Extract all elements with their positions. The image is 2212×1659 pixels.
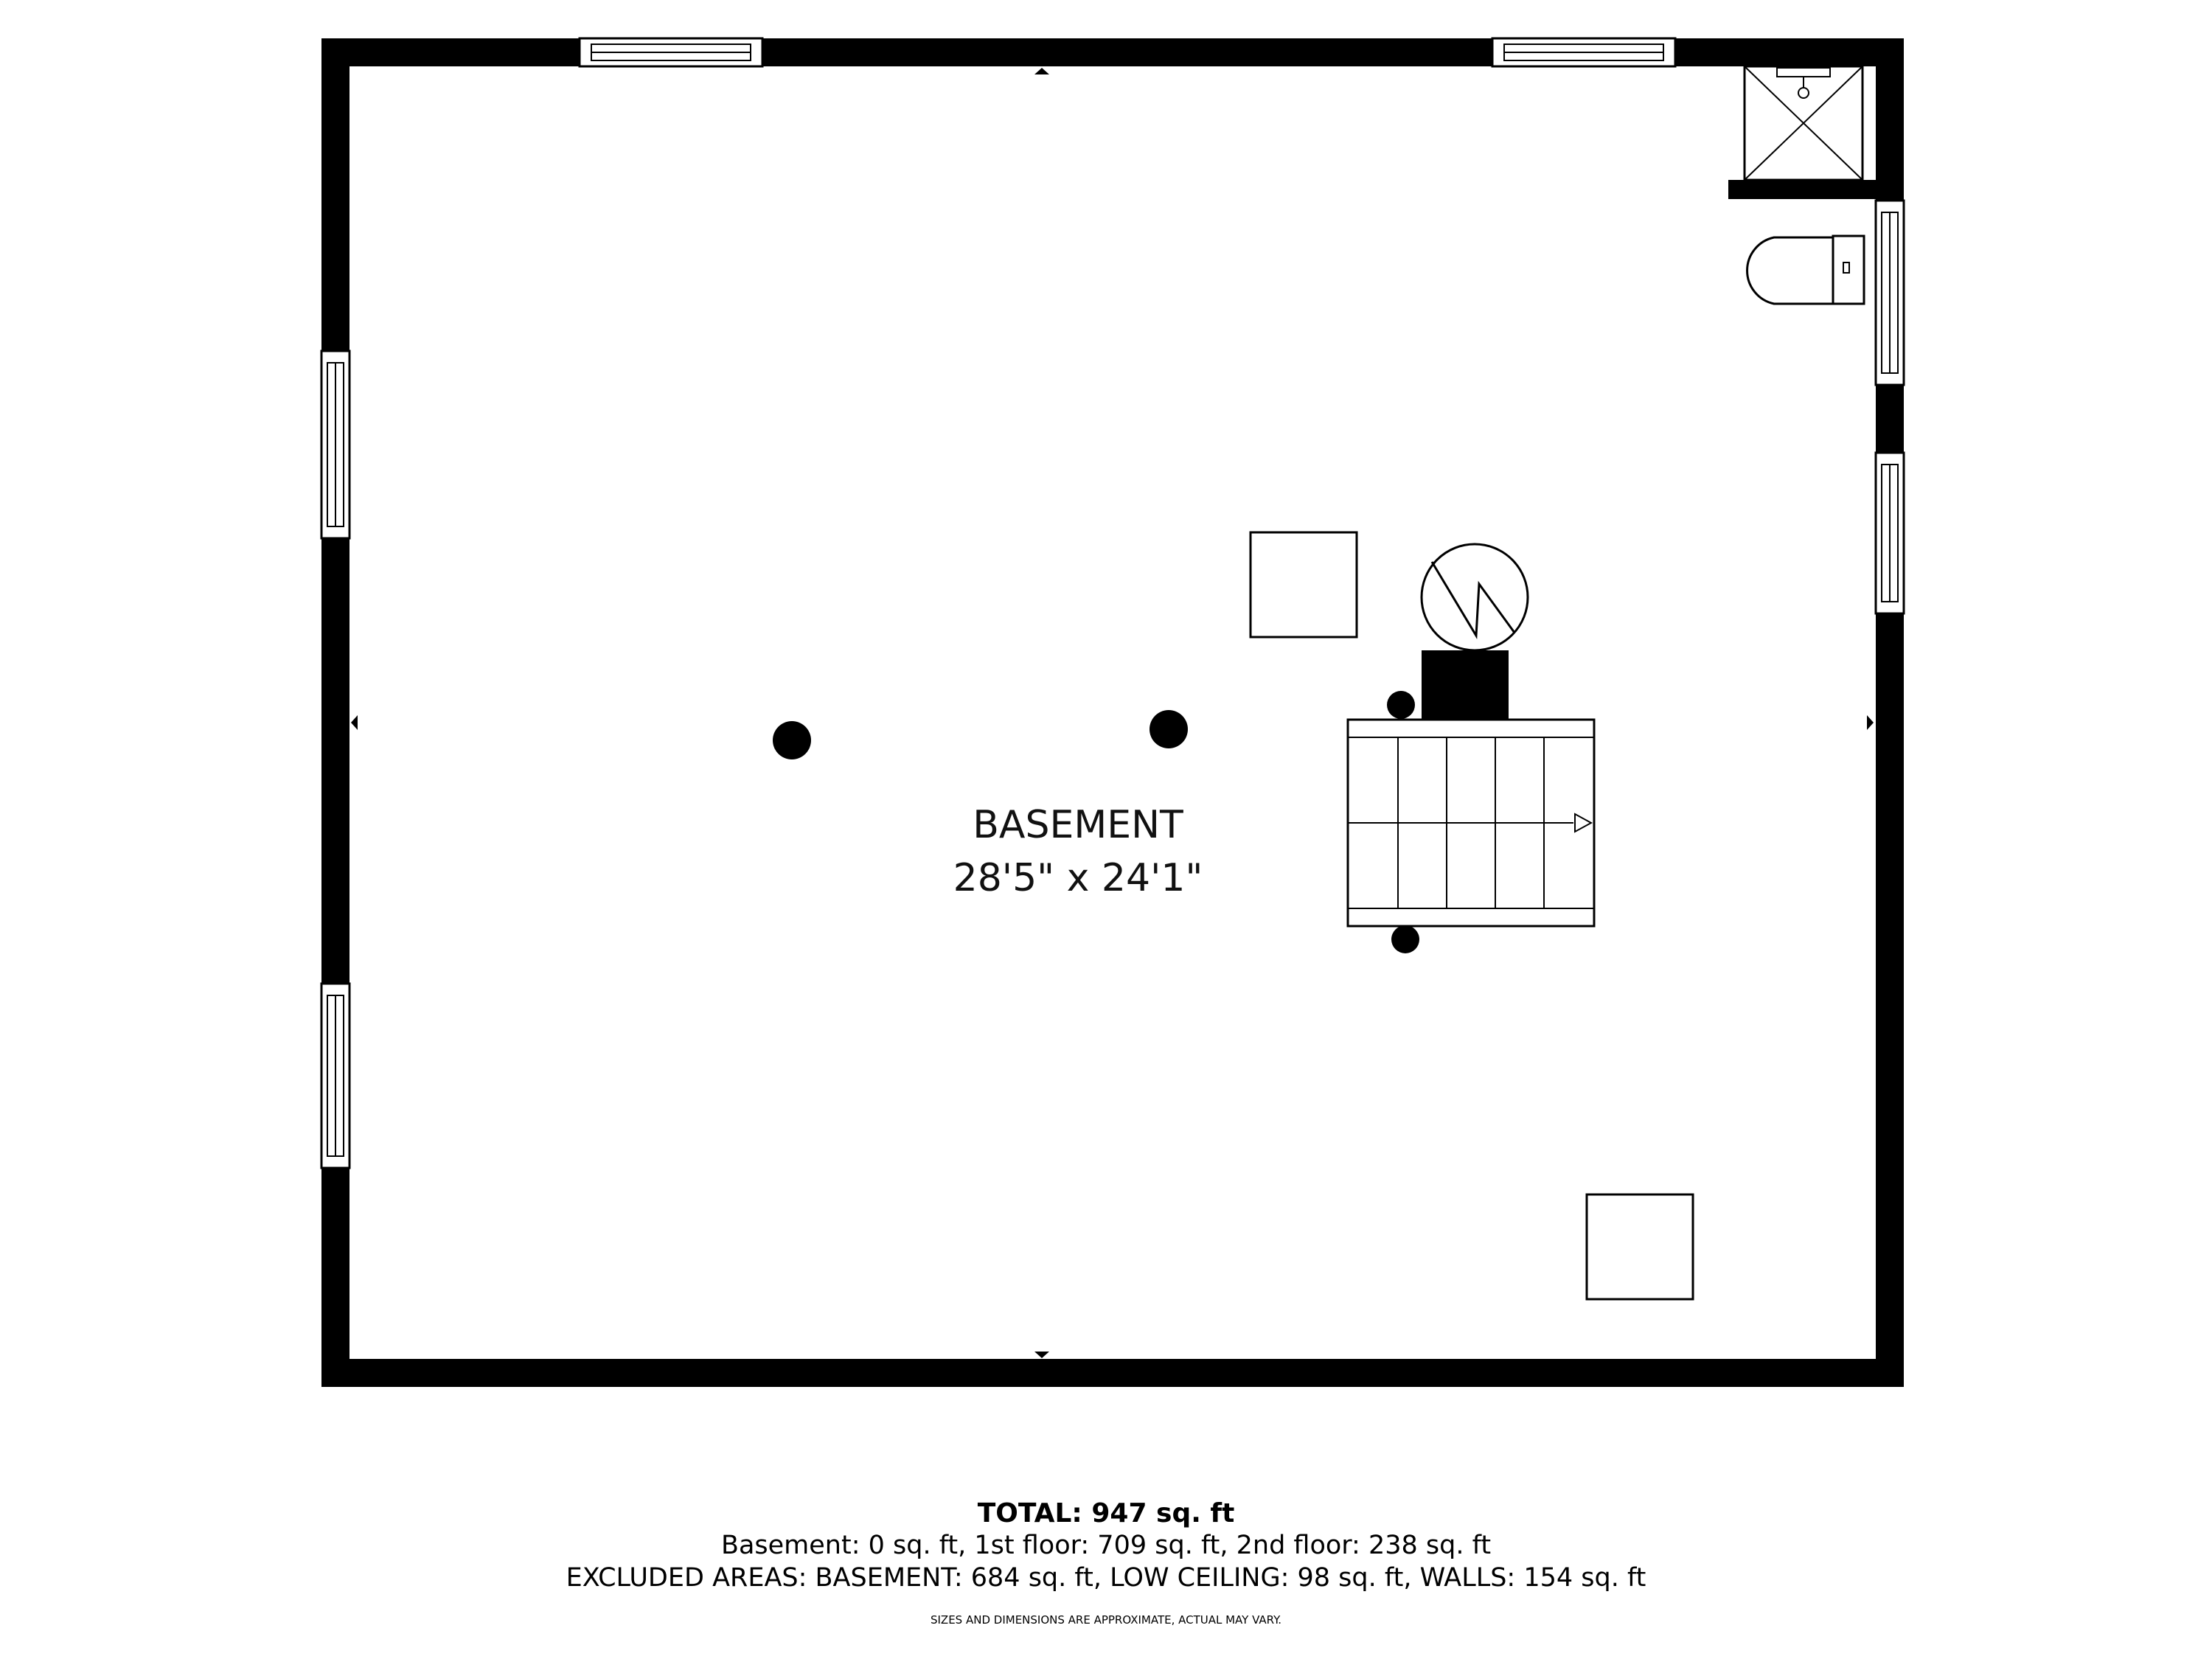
support-posts [773, 691, 1419, 953]
window-left-upper [320, 349, 351, 540]
utility-box-lower [1585, 1193, 1694, 1301]
support-post-icon [773, 721, 811, 759]
support-post-icon [1150, 710, 1188, 748]
room-name: BASEMENT [973, 803, 1183, 847]
window-top-right [1491, 37, 1677, 68]
section-markers [351, 68, 1874, 1358]
furnace-icon [1422, 650, 1509, 720]
toilet-icon [1746, 234, 1865, 305]
window-right-upper [1874, 199, 1905, 386]
room-dimensions: 28'5" x 24'1" [953, 856, 1203, 900]
floor-areas: Basement: 0 sq. ft, 1st floor: 709 sq. f… [720, 1531, 1492, 1560]
utility-box [1249, 531, 1358, 639]
exterior-walls [321, 38, 1904, 1387]
window-right-lower [1874, 451, 1905, 615]
water-heater-icon [1420, 543, 1529, 652]
stairs-icon [1346, 718, 1596, 928]
disclaimer: SIZES AND DIMENSIONS ARE APPROXIMATE, AC… [930, 1613, 1281, 1627]
support-post-icon [1387, 691, 1415, 719]
shower-icon [1728, 65, 1876, 199]
total-area: TOTAL: 947 sq. ft [977, 1498, 1235, 1528]
window-left-lower [320, 982, 351, 1169]
support-post-icon [1391, 925, 1419, 953]
window-top-left [578, 37, 764, 68]
excluded-areas: EXCLUDED AREAS: BASEMENT: 684 sq. ft, LO… [566, 1563, 1646, 1593]
windows [320, 37, 1905, 1169]
